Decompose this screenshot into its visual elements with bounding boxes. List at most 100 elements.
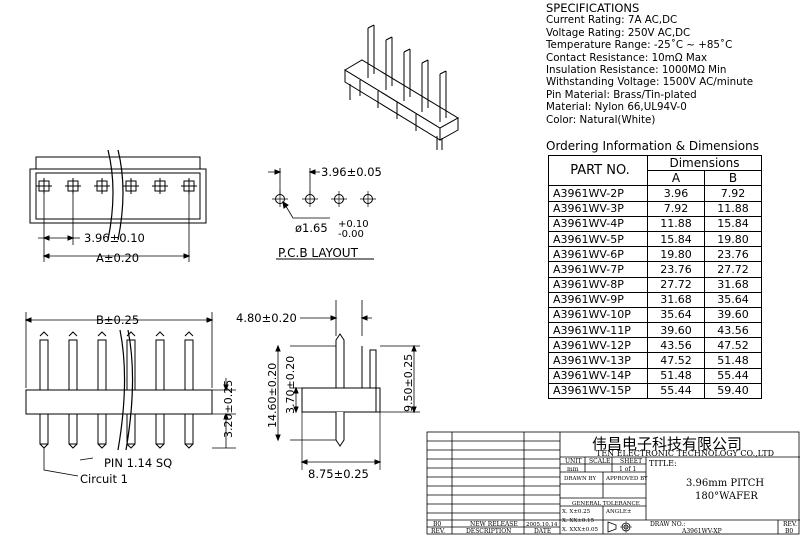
dim-b-cell: 15.84 — [704, 215, 762, 232]
dim-b-cell: 23.76 — [704, 246, 762, 263]
unit-label: UNIT — [565, 458, 582, 465]
specifications-block: SPECIFICATIONS Current Rating: 7A AC,DC … — [546, 2, 796, 126]
part-number-cell: A3961WV-7P — [548, 261, 648, 278]
date-header: DATE — [534, 528, 551, 535]
spec-color: Color: Natural(White) — [546, 113, 656, 126]
draw-no-value: A3961WV-XP — [681, 528, 722, 535]
dimensions-header: Dimensions — [647, 154, 762, 172]
top-view — [29, 149, 207, 262]
dim-b-cell: 43.56 — [704, 322, 762, 339]
scale-label: SCALE — [589, 458, 610, 465]
dim-a-cell: 47.52 — [647, 352, 705, 369]
dim-a-cell: 39.60 — [647, 322, 705, 339]
part-number-cell: A3961WV-4P — [548, 215, 648, 232]
a-dim-label: A±0.20 — [96, 251, 139, 265]
dim-a-cell: 11.88 — [647, 215, 705, 232]
dim-b-cell: 39.60 — [704, 306, 762, 324]
dim-b-cell: 35.64 — [704, 291, 762, 308]
title-label: TITLE: — [649, 459, 677, 468]
side-width-label: 4.80±0.20 — [236, 311, 297, 325]
side-view — [275, 300, 420, 470]
dim-a-header: A — [647, 170, 705, 187]
dim-b-cell: 27.72 — [704, 261, 762, 278]
hole-tol-minus: -0.00 — [338, 229, 364, 240]
dim-a-cell: 3.96 — [647, 185, 705, 202]
dim-a-cell: 7.92 — [647, 200, 705, 217]
spec-pin-material: Pin Material: Brass/Tin-plated — [546, 88, 697, 101]
angle-label: ANGLE± — [605, 509, 632, 515]
part-number-cell: A3961WV-2P — [548, 185, 648, 202]
dim-b-cell: 7.92 — [704, 185, 762, 202]
rev-code: B0 — [433, 521, 441, 528]
part-number-cell: A3961WV-15P — [548, 382, 648, 400]
release-date: 2005.10.14 — [526, 522, 558, 528]
dim-a-cell: 15.84 — [647, 230, 705, 248]
front-view — [24, 312, 236, 477]
rev-value: B0 — [785, 528, 793, 535]
part-number-cell: A3961WV-14P — [548, 367, 648, 384]
dim-b-cell: 31.68 — [704, 276, 762, 293]
h-1460-label: 14.60±0.20 — [266, 363, 279, 428]
part-number-cell: A3961WV-12P — [548, 337, 648, 354]
spec-withstanding-voltage: Withstanding Voltage: 1500V AC/minute — [546, 76, 754, 89]
approved-by-label: APPROVED BY — [605, 476, 648, 482]
dim-b-cell: 11.88 — [704, 200, 762, 217]
dim-a-cell: 35.64 — [647, 306, 705, 324]
title-line1: 3.96mm PITCH — [686, 478, 764, 489]
h-950-label: 9.50±0.25 — [402, 354, 415, 412]
tolerance-xx: X. XX±0.15 — [562, 518, 595, 524]
pin-size-label: PIN 1.14 SQ — [104, 456, 172, 470]
pcb-layout-label: P.C.B LAYOUT — [278, 246, 359, 260]
spec-temperature-range: Temperature Range: -25˚C ~ +85˚C — [546, 39, 733, 52]
drawn-by-label: DRAWN BY — [564, 476, 596, 482]
sheet-label: SHEET — [620, 458, 642, 465]
dim-a-cell: 27.72 — [647, 276, 705, 293]
w-875-label: 8.75±0.25 — [308, 467, 369, 481]
part-number-cell: A3961WV-6P — [548, 246, 648, 263]
spec-current-rating: Current Rating: 7A AC,DC — [546, 14, 678, 27]
tolerance-xxx: X. XXX±0.05 — [562, 527, 599, 533]
dim-b-cell: 59.40 — [704, 382, 762, 400]
projection-symbol-icon — [607, 521, 632, 533]
sheet-value: 1 of 1 — [619, 466, 636, 473]
pcb-holes — [272, 191, 376, 207]
dim-b-cell: 19.80 — [704, 230, 762, 248]
dim-b-cell: 47.52 — [704, 337, 762, 354]
spec-material: Material: Nylon 66,UL94V-0 — [546, 101, 687, 114]
part-number-cell: A3961WV-5P — [548, 230, 648, 248]
part-number-cell: A3961WV-8P — [548, 276, 648, 293]
h-370-label: 3.70±0.20 — [284, 356, 297, 414]
dim-a-cell: 55.44 — [647, 382, 705, 400]
circuit-label: Circuit 1 — [80, 472, 128, 486]
hole-tol-plus: +0.10 — [338, 219, 369, 230]
rev-header: REV. — [431, 528, 445, 535]
front-pins — [39, 331, 194, 449]
rev-label: REV. — [783, 521, 797, 528]
pcb-pitch-label: 3.96±0.05 — [321, 165, 382, 179]
table-header-row: PART NO. Dimensions — [548, 154, 762, 187]
top-pins — [36, 178, 197, 194]
spec-voltage-rating: Voltage Rating: 250V AC,DC — [546, 26, 691, 39]
company-en: TEN ELECTRONIC TECHNOLOGY CO.,LTD — [596, 449, 774, 458]
ordering-heading: Ordering Information & Dimensions — [546, 139, 759, 153]
unit-value: mm — [567, 466, 579, 473]
dim-b-cell: 55.44 — [704, 367, 762, 384]
v-325-label: 3.20±0.25 — [222, 380, 235, 438]
dim-b-cell: 51.48 — [704, 352, 762, 369]
title-line2: 180°WAFER — [695, 491, 758, 502]
pitch-top-label: 3.96±0.10 — [84, 231, 145, 245]
part-number-cell: A3961WV-10P — [548, 306, 648, 324]
spec-contact-resistance: Contact Resistance: 10mΩ Max — [546, 51, 708, 64]
